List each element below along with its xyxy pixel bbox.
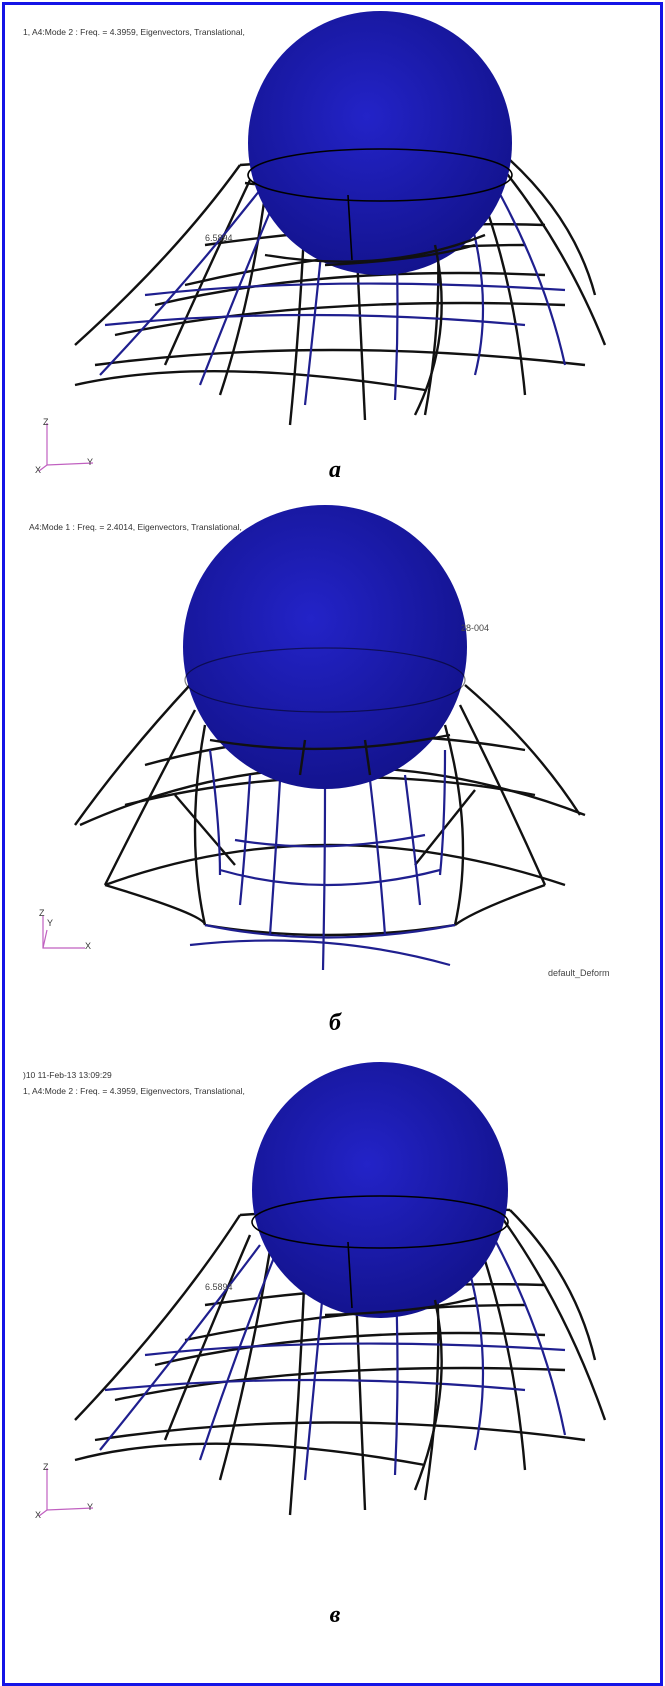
plot-header-text: 1, A4:Mode 2 : Freq. = 4.3959, Eigenvect… [23, 27, 245, 37]
plot-header-text: A4:Mode 1 : Freq. = 2.4014, Eigenvectors… [29, 522, 242, 532]
sphere-float [248, 11, 512, 275]
axis-label-y: Y [87, 1502, 94, 1512]
axis-label-x: X [35, 465, 42, 475]
panel-label-a: а [329, 457, 341, 483]
axis-label-z: Z [43, 417, 49, 427]
axis-label-y: Y [87, 457, 94, 467]
value-annotation: 28-004 [461, 623, 490, 633]
panel-a: 1, A4:Mode 2 : Freq. = 4.3959, Eigenvect… [5, 5, 660, 505]
panel-label-c: в [329, 1602, 341, 1628]
axis-triad-icon [38, 423, 94, 472]
axis-label-z: Z [39, 908, 45, 918]
sphere-float [252, 1062, 508, 1318]
sphere-float [183, 505, 467, 789]
axis-label-x: X [35, 1510, 42, 1520]
panel-c: )10 11-Feb-13 13:09:29 1, A4:Mode 2 : Fr… [5, 1050, 660, 1683]
panel-label-b: б [329, 1010, 341, 1036]
axis-triad-icon [38, 1468, 94, 1517]
deformation-label: default_Deform [548, 968, 610, 978]
value-annotation: 6.5894 [205, 233, 233, 243]
cable-net-blue [99, 1239, 567, 1481]
axis-label-y: Y [47, 918, 54, 928]
cable-net-blue [189, 749, 456, 971]
mode-shape-plot-b [74, 505, 586, 971]
axis-label-x: X [85, 941, 92, 951]
axis-triad-icon [42, 916, 85, 949]
value-annotation: 6.5894 [205, 1282, 233, 1292]
mode-shape-plot-a [74, 11, 607, 426]
axis-label-z: Z [43, 1462, 49, 1472]
mode-shape-plot-c [74, 1062, 607, 1516]
panel-b: A4:Mode 1 : Freq. = 2.4014, Eigenvectors… [5, 505, 660, 1050]
plot-header-text: 1, A4:Mode 2 : Freq. = 4.3959, Eigenvect… [23, 1086, 245, 1096]
timestamp-text: )10 11-Feb-13 13:09:29 [23, 1070, 112, 1080]
